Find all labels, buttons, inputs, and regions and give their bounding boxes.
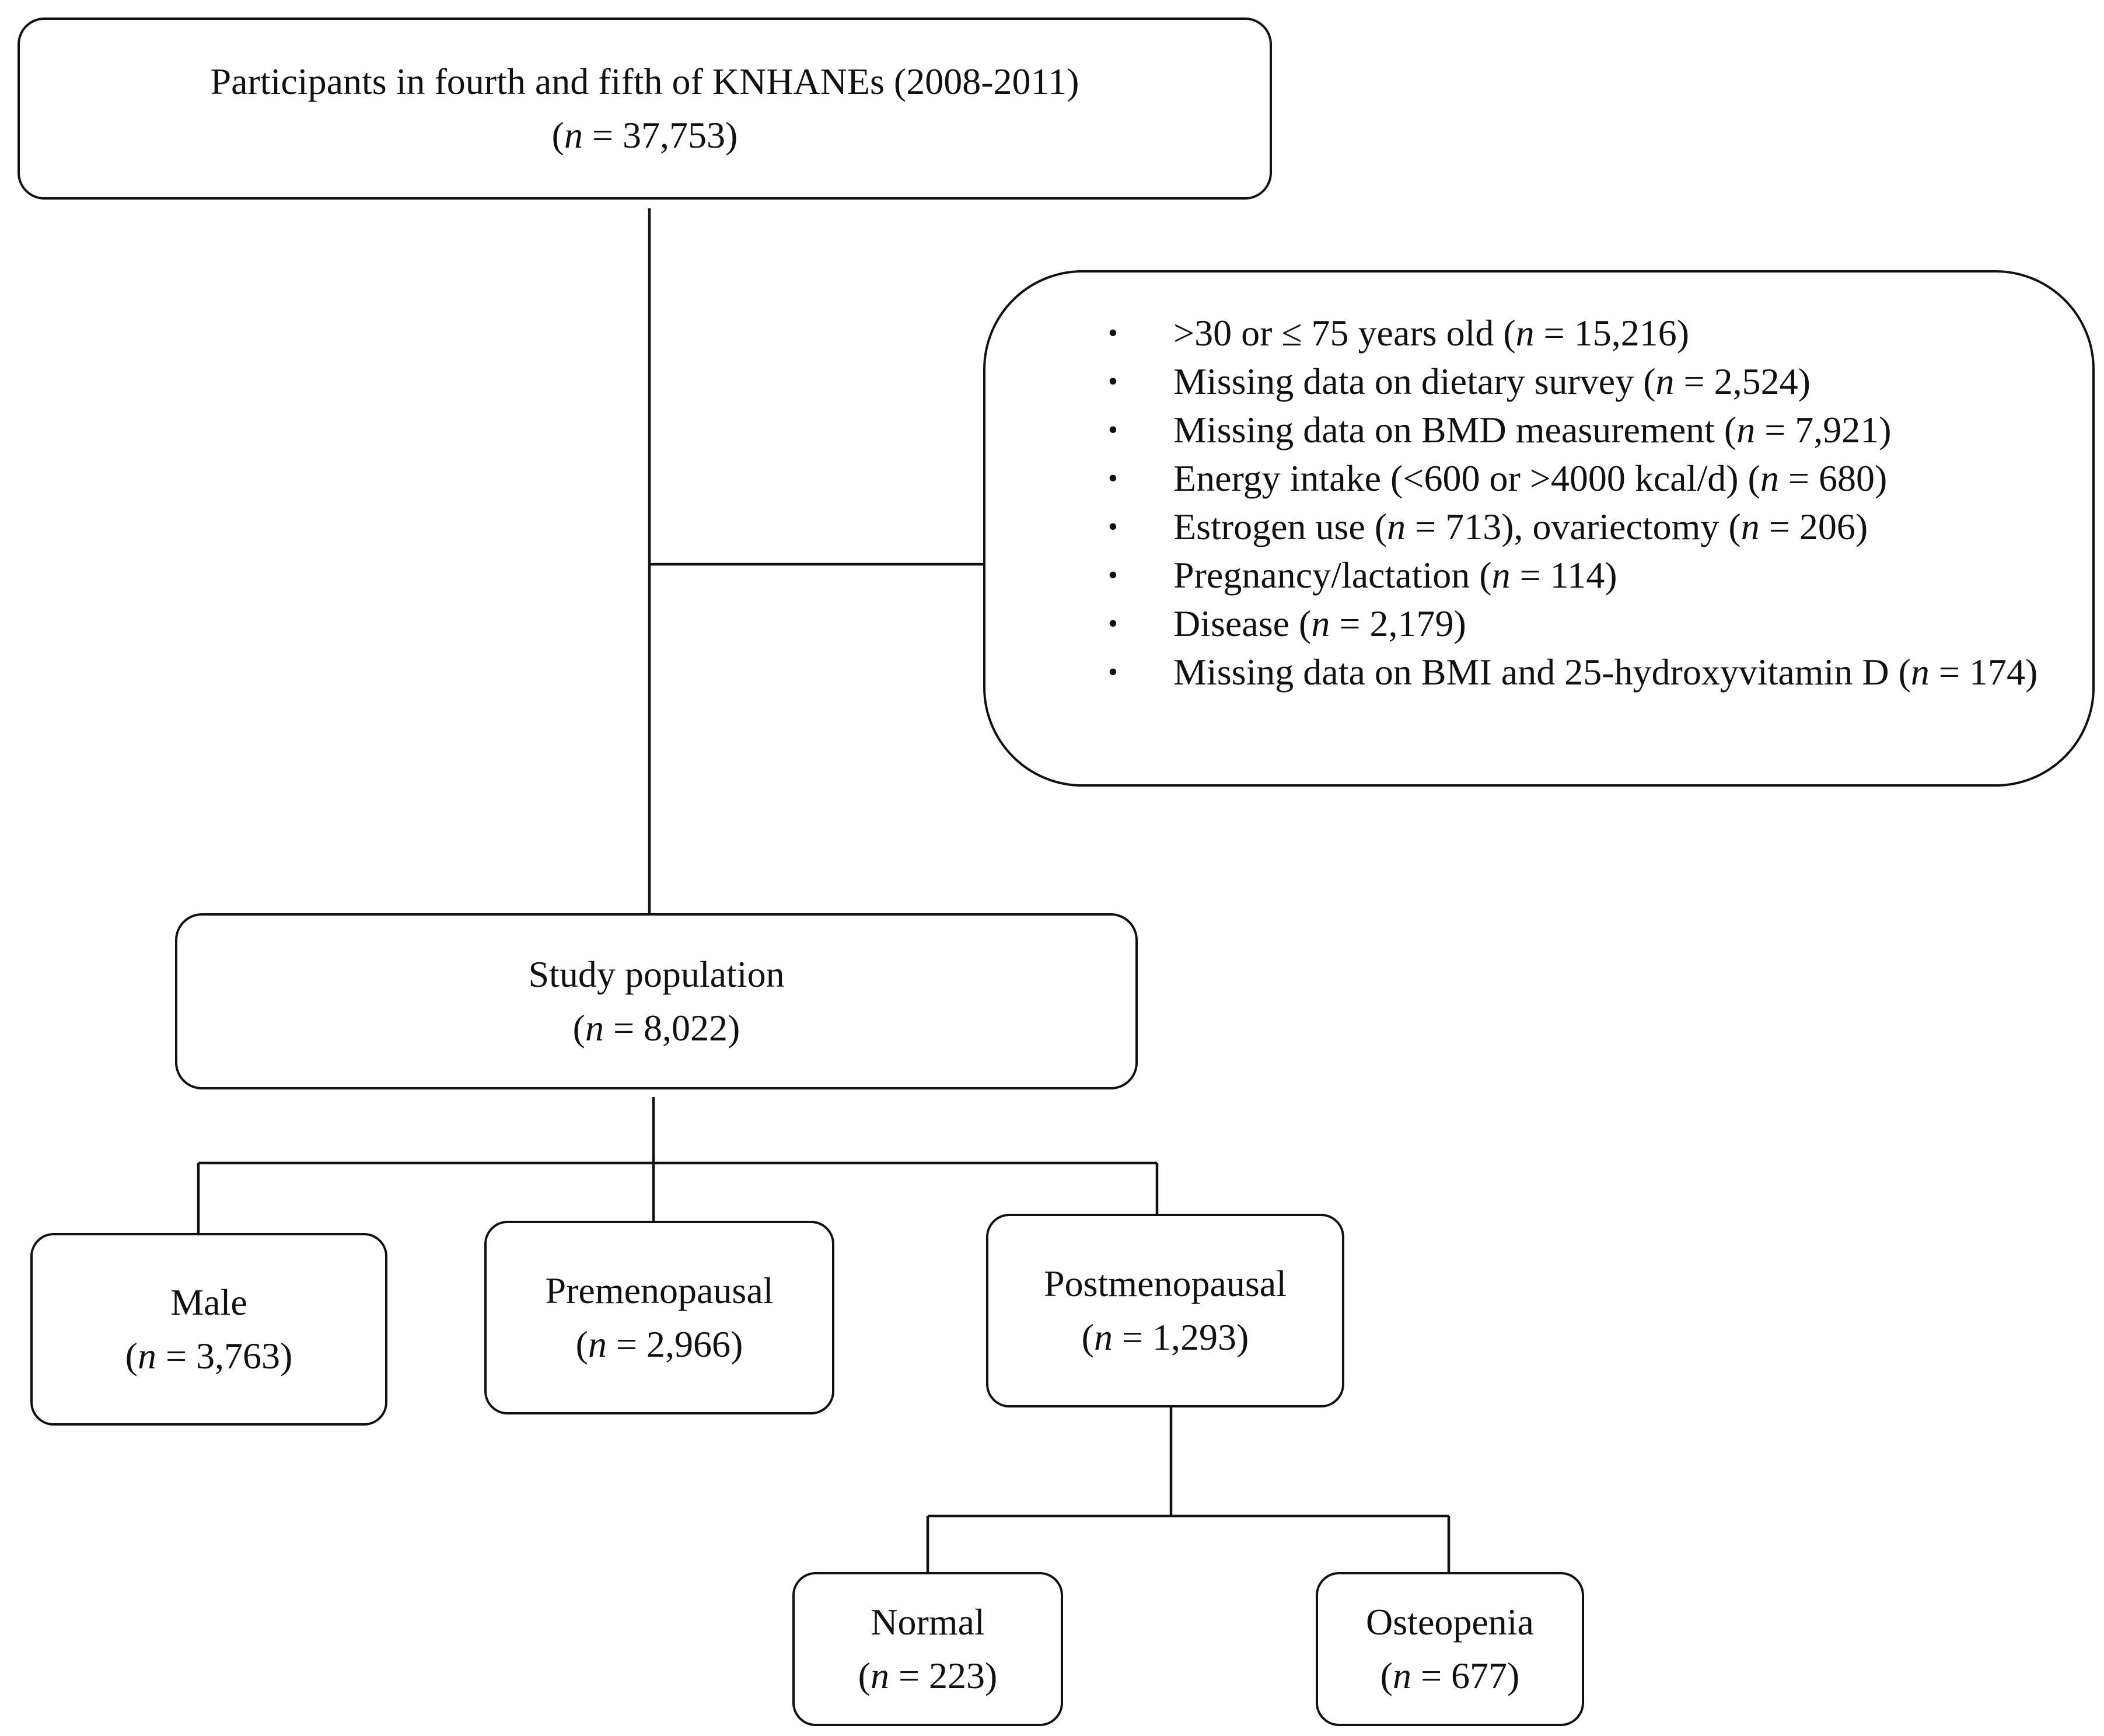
exclusion-item: •Missing data on BMI and 25-hydroxyvitam… <box>985 648 2092 696</box>
male-box: Male (n = 3,763) <box>30 1233 387 1426</box>
osteopenia-label: Osteopenia <box>1366 1601 1534 1643</box>
premenopausal-count: (n = 2,966) <box>575 1323 743 1365</box>
normal-label: Normal <box>871 1601 985 1643</box>
bullet-icon: • <box>1108 511 1118 542</box>
exclusion-criteria-box: •>30 or ≤ 75 years old (n = 15,216) •Mis… <box>983 270 2095 787</box>
exclusion-item: •>30 or ≤ 75 years old (n = 15,216) <box>985 309 2092 357</box>
study-population-label: Study population <box>528 953 785 995</box>
male-count: (n = 3,763) <box>125 1335 293 1377</box>
exclusion-item: •Missing data on BMD measurement (n = 7,… <box>985 406 2092 454</box>
bullet-icon: • <box>1108 414 1118 445</box>
postmenopausal-count: (n = 1,293) <box>1081 1316 1249 1358</box>
postmenopausal-label: Postmenopausal <box>1044 1263 1287 1304</box>
normal-count: (n = 223) <box>858 1655 998 1696</box>
study-population-count: (n = 8,022) <box>572 1007 740 1049</box>
bullet-icon: • <box>1108 463 1118 494</box>
bullet-icon: • <box>1108 656 1118 687</box>
postmenopausal-box: Postmenopausal (n = 1,293) <box>986 1214 1344 1407</box>
premenopausal-box: Premenopausal (n = 2,966) <box>484 1221 834 1414</box>
male-label: Male <box>170 1281 247 1323</box>
normal-box: Normal (n = 223) <box>792 1572 1063 1726</box>
osteopenia-count: (n = 677) <box>1380 1655 1520 1696</box>
exclusion-item: •Estrogen use (n = 713), ovariectomy (n … <box>985 502 2092 551</box>
participants-count: (n = 37,753) <box>551 114 738 156</box>
participants-box: Participants in fourth and fifth of KNHA… <box>18 18 1272 200</box>
bullet-icon: • <box>1108 608 1118 639</box>
bullet-icon: • <box>1108 560 1118 591</box>
exclusion-item: •Missing data on dietary survey (n = 2,5… <box>985 357 2092 406</box>
exclusion-item: •Pregnancy/lactation (n = 114) <box>985 551 2092 599</box>
exclusion-list: •>30 or ≤ 75 years old (n = 15,216) •Mis… <box>985 309 2092 696</box>
participants-label: Participants in fourth and fifth of KNHA… <box>210 61 1079 102</box>
bullet-icon: • <box>1108 317 1118 348</box>
premenopausal-label: Premenopausal <box>545 1270 774 1311</box>
exclusion-item: •Disease (n = 2,179) <box>985 599 2092 648</box>
bullet-icon: • <box>1108 366 1118 397</box>
study-population-box: Study population (n = 8,022) <box>175 913 1138 1089</box>
osteopenia-box: Osteopenia (n = 677) <box>1316 1572 1584 1726</box>
exclusion-item: •Energy intake (<600 or >4000 kcal/d) (n… <box>985 454 2092 502</box>
